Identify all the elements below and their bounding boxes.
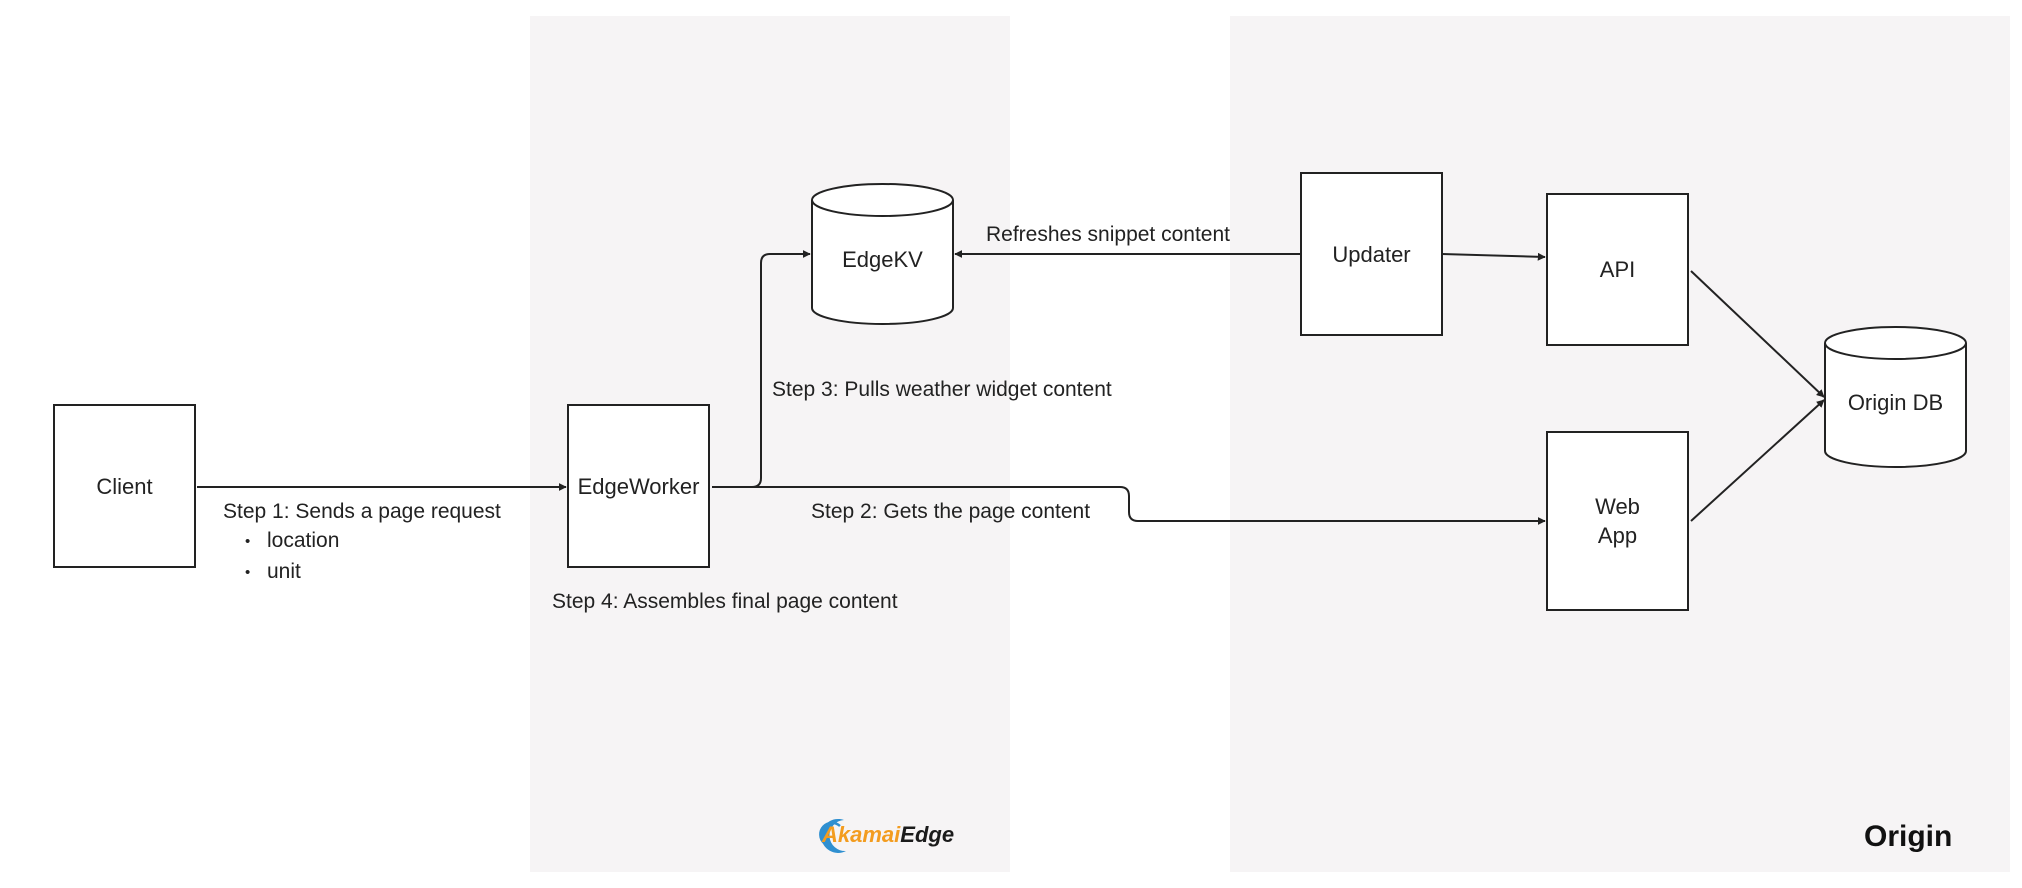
step1-label: Step 1: Sends a page request [223, 500, 501, 523]
step2-label: Step 2: Gets the page content [811, 500, 1091, 523]
database-cylinder-icon [1824, 326, 1967, 468]
updater-node[interactable]: Updater [1300, 172, 1443, 336]
logo-word-edge: Edge [900, 822, 955, 847]
akamai-swirl-icon [819, 818, 846, 853]
webapp-node[interactable]: Web App [1546, 431, 1689, 611]
edgekv-label: EdgeKV [842, 247, 923, 272]
edge-edgeworker-webapp [712, 486, 1546, 525]
logo-word-akamai: Akamai [822, 822, 901, 847]
param-unit: unit [243, 557, 339, 588]
client-node[interactable]: Client [53, 404, 196, 568]
edge-edgeworker-edgekv [712, 250, 811, 488]
database-cylinder-icon [811, 183, 954, 325]
edge-api-origindb [1690, 270, 1825, 398]
edgeworker-node[interactable]: EdgeWorker [567, 404, 710, 568]
api-node[interactable]: API [1546, 193, 1689, 346]
param-location: location [243, 526, 339, 557]
refresh-label: Refreshes snippet content [986, 223, 1230, 246]
step3-label: Step 3: Pulls weather widget content [772, 378, 1112, 401]
origin-db-database[interactable]: Origin DB [1824, 325, 1967, 469]
edge-updater-api [1441, 252, 1546, 261]
edge-webapp-origindb [1690, 399, 1825, 522]
origin-zone-title: Origin [1864, 820, 1953, 853]
step1-param-list: location unit [243, 526, 339, 588]
origin-db-label: Origin DB [1847, 390, 1944, 415]
edgekv-database[interactable]: EdgeKV [811, 182, 954, 326]
step4-label: Step 4: Assembles final page content [552, 590, 898, 613]
